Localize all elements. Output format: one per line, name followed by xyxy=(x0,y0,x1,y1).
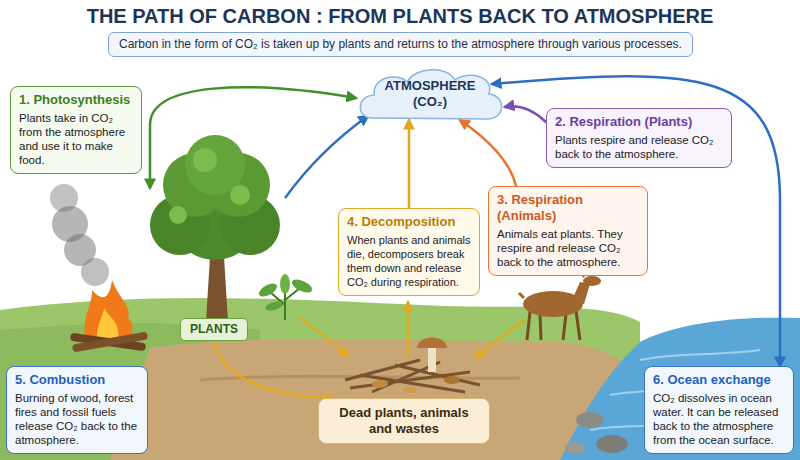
box-heading: 5. Combustion xyxy=(15,372,139,388)
box-text: When plants and animals die, decomposers… xyxy=(347,233,471,289)
box-text: Animals eat plants. They respire and rel… xyxy=(497,227,639,269)
diagram-title: THE PATH OF CARBON : FROM PLANTS BACK TO… xyxy=(0,5,800,28)
plants-label-box: PLANTS xyxy=(180,318,248,341)
box-text: Plants respire and release CO₂ back to t… xyxy=(555,133,723,161)
deer xyxy=(519,268,601,340)
flow-arrow xyxy=(214,341,334,398)
process-box: 6. Ocean exchangeCO₂ dissolves in ocean … xyxy=(644,366,794,454)
box-heading: 1. Photosynthesis xyxy=(19,92,133,108)
box-heading: 4. Decomposition xyxy=(347,214,471,230)
flow-arrow xyxy=(460,120,516,186)
dead-matter-box: Dead plants, animals and wastes xyxy=(318,398,490,444)
box-text: Burning of wood, forest fires and fossil… xyxy=(15,391,139,447)
box-text: CO₂ dissolves in ocean water. It can be … xyxy=(653,391,785,447)
dead-matter-pile xyxy=(345,338,480,394)
process-box: 5. CombustionBurning of wood, forest fir… xyxy=(6,366,148,454)
process-arrows xyxy=(150,87,525,358)
box-text: Plants take in CO₂ from the atmosphere a… xyxy=(19,111,133,167)
small-plant xyxy=(257,274,314,320)
subtitle-box: Carbon in the form of CO₂ is taken up by… xyxy=(108,32,693,57)
fire xyxy=(50,184,148,353)
box-heading: 3. Respiration (Animals) xyxy=(497,192,639,224)
box-text: Carbon in the form of CO₂ is taken up by… xyxy=(119,37,682,52)
box-heading: 2. Respiration (Plants) xyxy=(555,114,723,130)
process-box: 2. Respiration (Plants) Plants respire an… xyxy=(546,108,732,168)
flow-arrow xyxy=(505,106,546,122)
box-heading: 6. Ocean exchange xyxy=(653,372,785,388)
atmosphere-cloud: ATMOSPHERE (CO₂) xyxy=(352,62,508,126)
process-box: 4. DecompositionWhen plants and animals … xyxy=(338,208,480,296)
process-box: 3. Respiration (Animals)Animals eat plan… xyxy=(488,186,648,276)
box-text: Dead plants, animals and wastes xyxy=(327,405,481,437)
flow-arrow xyxy=(408,120,411,208)
cloud-outline xyxy=(360,70,501,119)
box-text: PLANTS xyxy=(190,322,238,337)
tree xyxy=(150,135,280,322)
process-box: 1. PhotosynthesisPlants take in CO₂ from… xyxy=(10,86,142,174)
box-text: ATMOSPHERE (CO₂) xyxy=(380,78,480,110)
ocean xyxy=(560,318,800,460)
